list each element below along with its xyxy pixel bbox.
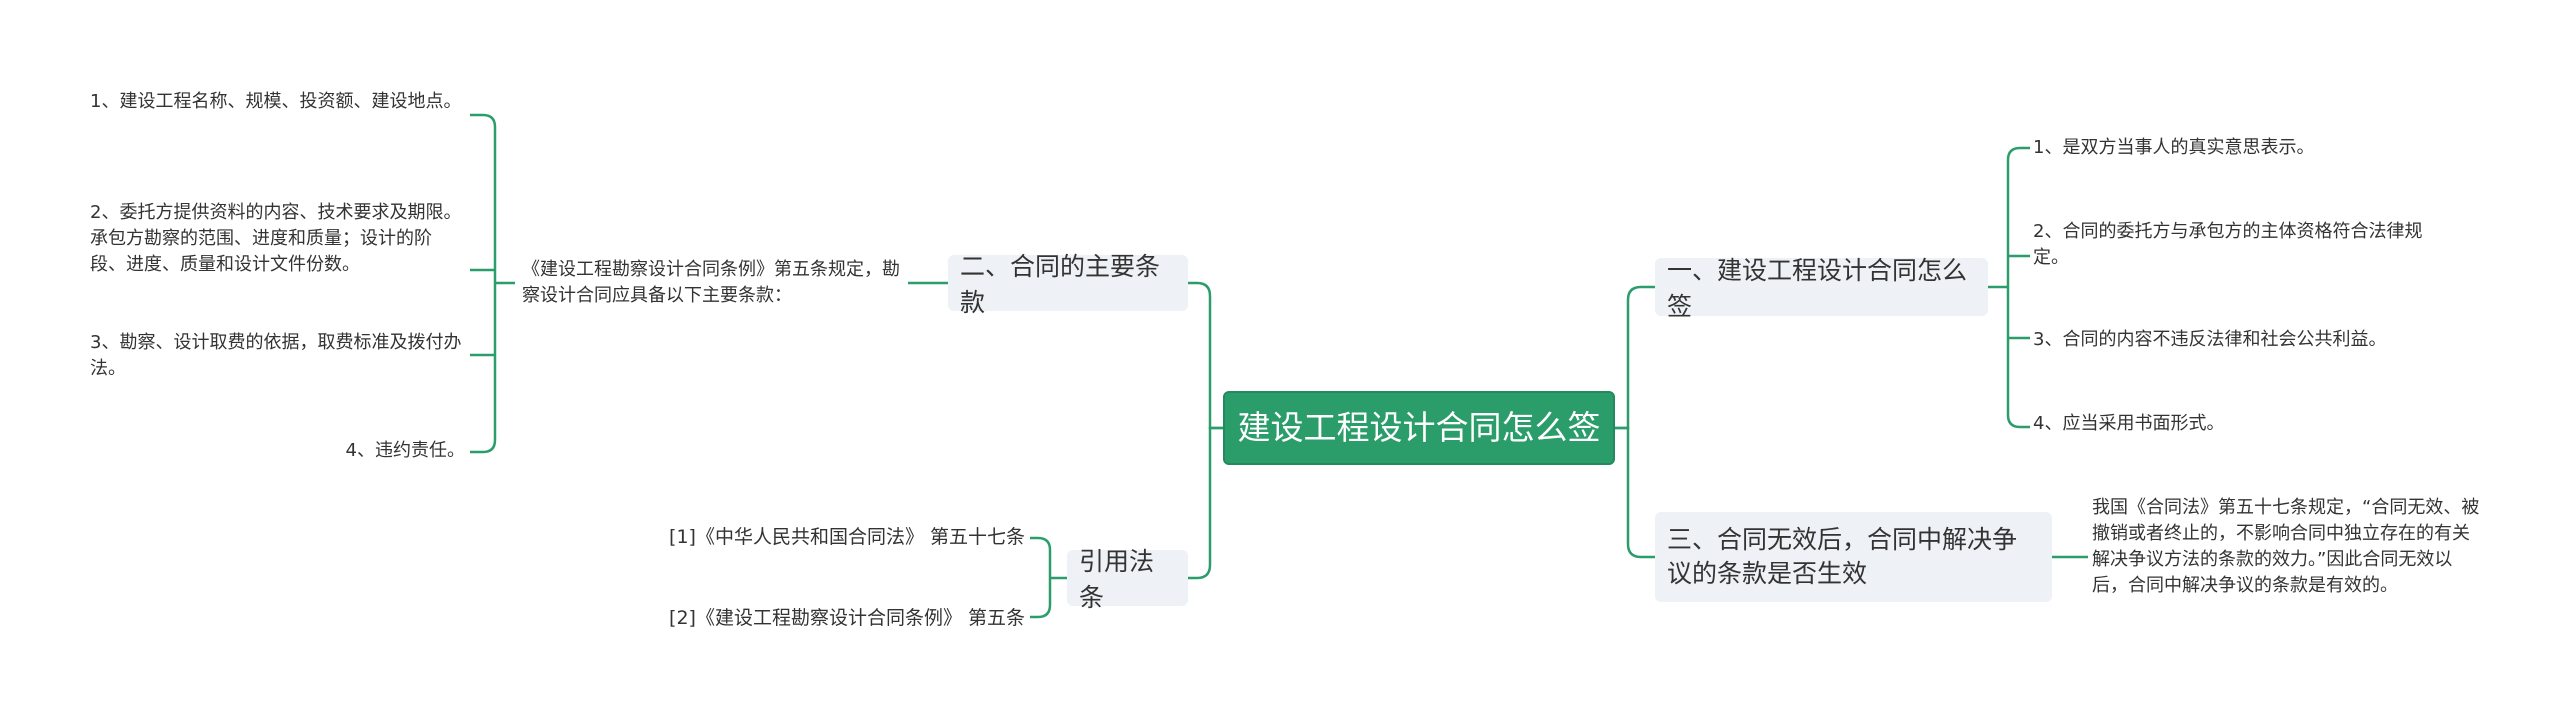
branch-main-terms-label: 二、合同的主要条款 [960,252,1161,317]
main-terms-item-2: 2、委托方提供资料的内容、技术要求及期限。承包方勘察的范围、进度和质量；设计的阶… [90,202,462,275]
branch-dispute-clause[interactable]: 三、合同无效后，合同中解决争议的条款是否生效 [1655,512,2052,602]
sign-item-3: 3、合同的内容不违反法律和社会公共利益。 [2033,329,2387,350]
link-root-main-terms [1188,281,1223,430]
link-intro-items [470,113,515,454]
branch-how-to-sign-label: 一、建设工程设计合同怎么签 [1667,256,1968,321]
branch-main-terms[interactable]: 二、合同的主要条款 [948,252,1188,317]
link-root-how-to-sign [1615,285,1655,430]
main-terms-item-4: 4、违约责任。 [345,440,465,461]
branch-how-to-sign[interactable]: 一、建设工程设计合同怎么签 [1655,256,1988,321]
link-sign-items [1988,146,2030,429]
sign-item-2: 2、合同的委托方与承包方的主体资格符合法律规定。 [2033,221,2423,268]
link-legal-refs-items [1030,536,1067,619]
main-terms-item-1: 1、建设工程名称、规模、投资额、建设地点。 [90,91,462,112]
link-root-dispute [1615,426,1655,559]
sign-item-4: 4、应当采用书面形式。 [2033,413,2225,434]
root-topic[interactable]: 建设工程设计合同怎么签 [1223,391,1615,465]
branch-legal-refs-label: 引用法条 [1079,547,1155,612]
branch-dispute-clause-label: 三、合同无效后，合同中解决争议的条款是否生效 [1667,525,2018,588]
branch-legal-refs[interactable]: 引用法条 [1067,547,1188,612]
legal-ref-2: [2]《建设工程勘察设计合同条例》 第五条 [669,607,1025,629]
legal-ref-1: [1]《中华人民共和国合同法》 第五十七条 [669,526,1025,548]
dispute-detail: 我国《合同法》第五十七条规定，“合同无效、被撤销或者终止的，不影响合同中独立存在… [2092,497,2480,596]
link-root-legal-refs [1188,426,1223,580]
sign-item-1: 1、是双方当事人的真实意思表示。 [2033,137,2315,158]
main-terms-intro: 《建设工程勘察设计合同条例》第五条规定，勘察设计合同应具备以下主要条款： [522,259,900,306]
main-terms-item-3: 3、勘察、设计取费的依据，取费标准及拨付办法。 [90,332,462,379]
